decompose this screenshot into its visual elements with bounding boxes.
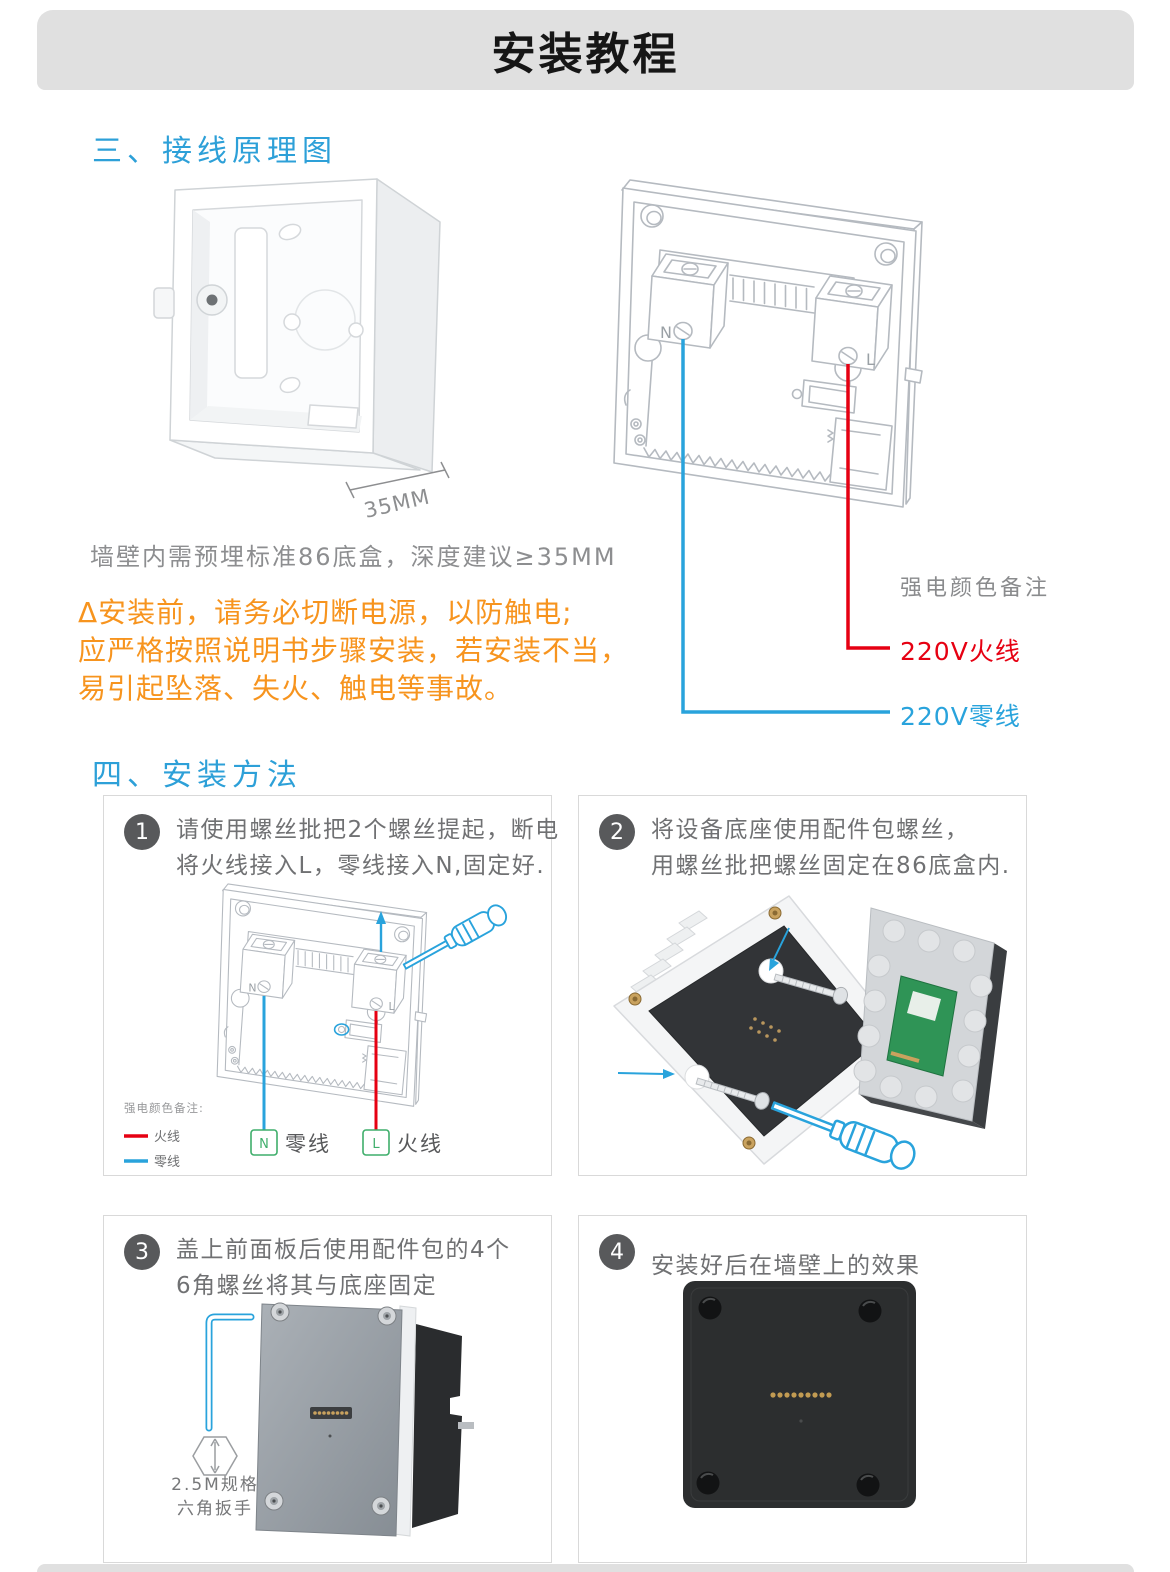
page-title: 安装教程 [491, 29, 680, 80]
step-3-text: 盖上前面板后使用配件包的4个 6角螺丝将其与底座固定 [176, 1237, 511, 1299]
screw-icon [695, 973, 848, 1110]
chip-n-label: 零线 [285, 1132, 331, 1156]
warning-line-2: 应严格按照说明书步骤安装，若安装不当， [78, 634, 630, 667]
rear-housing [412, 1324, 462, 1528]
chip-l [362, 1129, 390, 1156]
step-2-text: 将设备底座使用配件包螺丝， 用螺丝批把螺丝固定在86底盒内. [651, 817, 1011, 879]
live-wire-line [846, 364, 890, 650]
wiring-diagram-illustration [613, 179, 923, 714]
hex-size-icon [192, 1436, 238, 1476]
pogo-pins [770, 1392, 832, 1398]
warning-line-1: Δ安装前，请务必切断电源，以防触电; [78, 596, 573, 629]
page-header: 安装教程 [37, 10, 1134, 90]
legend-live-label: 火线 [154, 1130, 180, 1145]
color-note-title: 强电颜色备注 [900, 576, 1051, 601]
latch-hole-highlight [333, 1023, 350, 1036]
front-panel [255, 1303, 403, 1537]
hex-wrench-outline [205, 1313, 255, 1432]
step-4-text: 安装好后在墙壁上的效果 [651, 1253, 921, 1279]
wiring-section-heading: 三、接线原理图 [92, 134, 337, 169]
step-4-number: 4 [599, 1234, 635, 1270]
warning-line-3: 易引起坠落、失火、触电等事故。 [78, 672, 514, 705]
insert-arrows [617, 927, 790, 1079]
step-1-illustration: 强电颜色备注: 火线 零线 N 零线 L 火线 [124, 883, 511, 1170]
step-4-card: 4 安装好后在墙壁上的效果 [578, 1215, 1027, 1563]
step-1-number: 1 [124, 814, 160, 850]
box-caption: 墙壁内需预埋标准86底盒，深度建议≥35MM [90, 543, 617, 571]
neutral-wire-line [681, 339, 890, 714]
step-4-illustration [683, 1281, 916, 1508]
legend-neutral-label: 零线 [154, 1155, 180, 1170]
next-section-header-partial [37, 1564, 1134, 1572]
front-panel-back [853, 907, 1007, 1129]
step1-legend-title: 强电颜色备注: [124, 1101, 204, 1115]
tool-spec-label: 2.5M规格 [171, 1475, 259, 1495]
step-2-card: 2 将设备底座使用配件包螺丝， 用螺丝批把螺丝固定在86底盒内. [578, 795, 1027, 1176]
install-section-heading: 四、安装方法 [92, 758, 302, 793]
chip-n [250, 1129, 278, 1156]
step-1-card: 1 请使用螺丝批把2个螺丝提起，断电 将火线接入L，零线接入N,固定好. 强电颜… [103, 795, 558, 1176]
step-3-card: 3 盖上前面板后使用配件包的4个 6角螺丝将其与底座固定 2.5M规格 [103, 1215, 552, 1563]
step-1-text: 请使用螺丝批把2个螺丝提起，断电 将火线接入L，零线接入N,固定好. [176, 817, 560, 879]
svg-text:L: L [372, 1137, 380, 1152]
junction-box-illustration: 35MM [153, 178, 450, 523]
step-3-number: 3 [124, 1234, 160, 1270]
step-2-number: 2 [599, 814, 635, 850]
chip-l-label: 火线 [397, 1132, 443, 1156]
step-3-illustration: 2.5M规格 六角扳手 [171, 1302, 474, 1537]
live-wire-label: 220V火线 [900, 637, 1021, 666]
svg-text:N: N [259, 1137, 269, 1152]
neutral-wire-label: 220V零线 [900, 702, 1021, 731]
warning-text: Δ安装前，请务必切断电源，以防触电; 应严格按照说明书步骤安装，若安装不当， 易… [78, 594, 629, 708]
tool-name-label: 六角扳手 [177, 1499, 253, 1519]
hex-screw-icon [264, 1302, 397, 1516]
pogo-connector [310, 1407, 352, 1438]
panel-screws [696, 1296, 882, 1497]
step-2-illustration [613, 895, 1007, 1174]
box-depth-label: 35MM [362, 484, 433, 522]
